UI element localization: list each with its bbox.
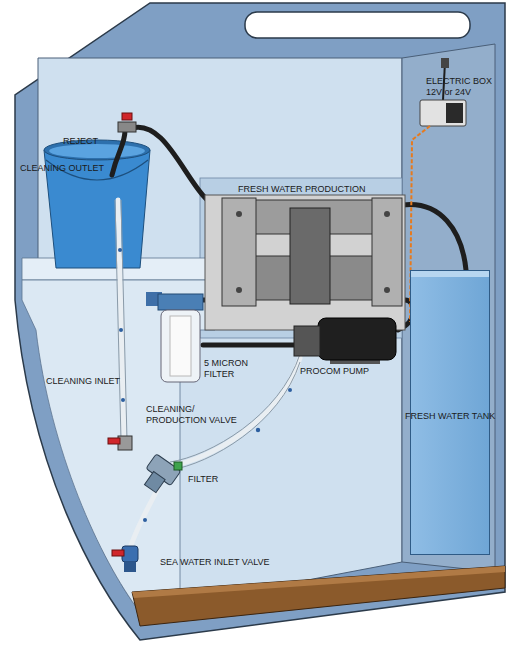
- bucket-inside: [49, 144, 145, 158]
- handle-cutout: [245, 12, 470, 38]
- hull-shell: [15, 3, 505, 640]
- bolt: [236, 211, 242, 217]
- pump-motor: [318, 318, 396, 360]
- end-block: [372, 198, 402, 306]
- part-label: FRESH WATER PRODUCTION: [238, 184, 398, 195]
- bolt: [384, 211, 390, 217]
- part-label: REJECT: [63, 136, 123, 147]
- side-panel: [402, 44, 495, 572]
- end-block: [222, 198, 256, 306]
- part-label: CLEANING OUTLET: [20, 163, 130, 174]
- reject-valve-handle: [122, 113, 132, 120]
- bolt: [384, 287, 390, 293]
- seacock-base: [124, 562, 136, 572]
- floor-edge: [132, 566, 505, 598]
- y-strainer: [138, 454, 181, 497]
- filter-head: [158, 294, 203, 310]
- cable-connector: [441, 58, 449, 68]
- part-label: PROCOM PUMP: [300, 366, 390, 377]
- floor-boards: [132, 566, 505, 626]
- seacock-lever: [112, 550, 124, 556]
- electric-box-face: [446, 103, 463, 123]
- mounting-plate: [205, 195, 405, 330]
- hose-connector: [174, 462, 182, 470]
- center-block: [290, 208, 330, 304]
- bolt: [236, 287, 242, 293]
- part-label: 5 MICRON FILTER: [204, 358, 254, 380]
- reject-fitting: [118, 122, 136, 132]
- part-label: FILTER: [188, 474, 248, 485]
- electric-box: [420, 100, 466, 126]
- part-label: CLEANING/ PRODUCTION VALVE: [146, 404, 238, 426]
- water-tank: FRESH WATER TANK: [410, 270, 490, 555]
- valve-handle: [108, 438, 120, 444]
- part-label: CLEANING INLET: [46, 376, 136, 387]
- pump-head: [294, 326, 320, 356]
- part-label: SEA WATER INLET VALVE: [160, 557, 310, 568]
- filter-cartridge: [170, 316, 191, 376]
- filter-bowl: [161, 310, 200, 382]
- node-label: FRESH WATER TANK: [405, 411, 495, 422]
- part-label: ELECTRIC BOX 12V or 24V: [426, 76, 498, 98]
